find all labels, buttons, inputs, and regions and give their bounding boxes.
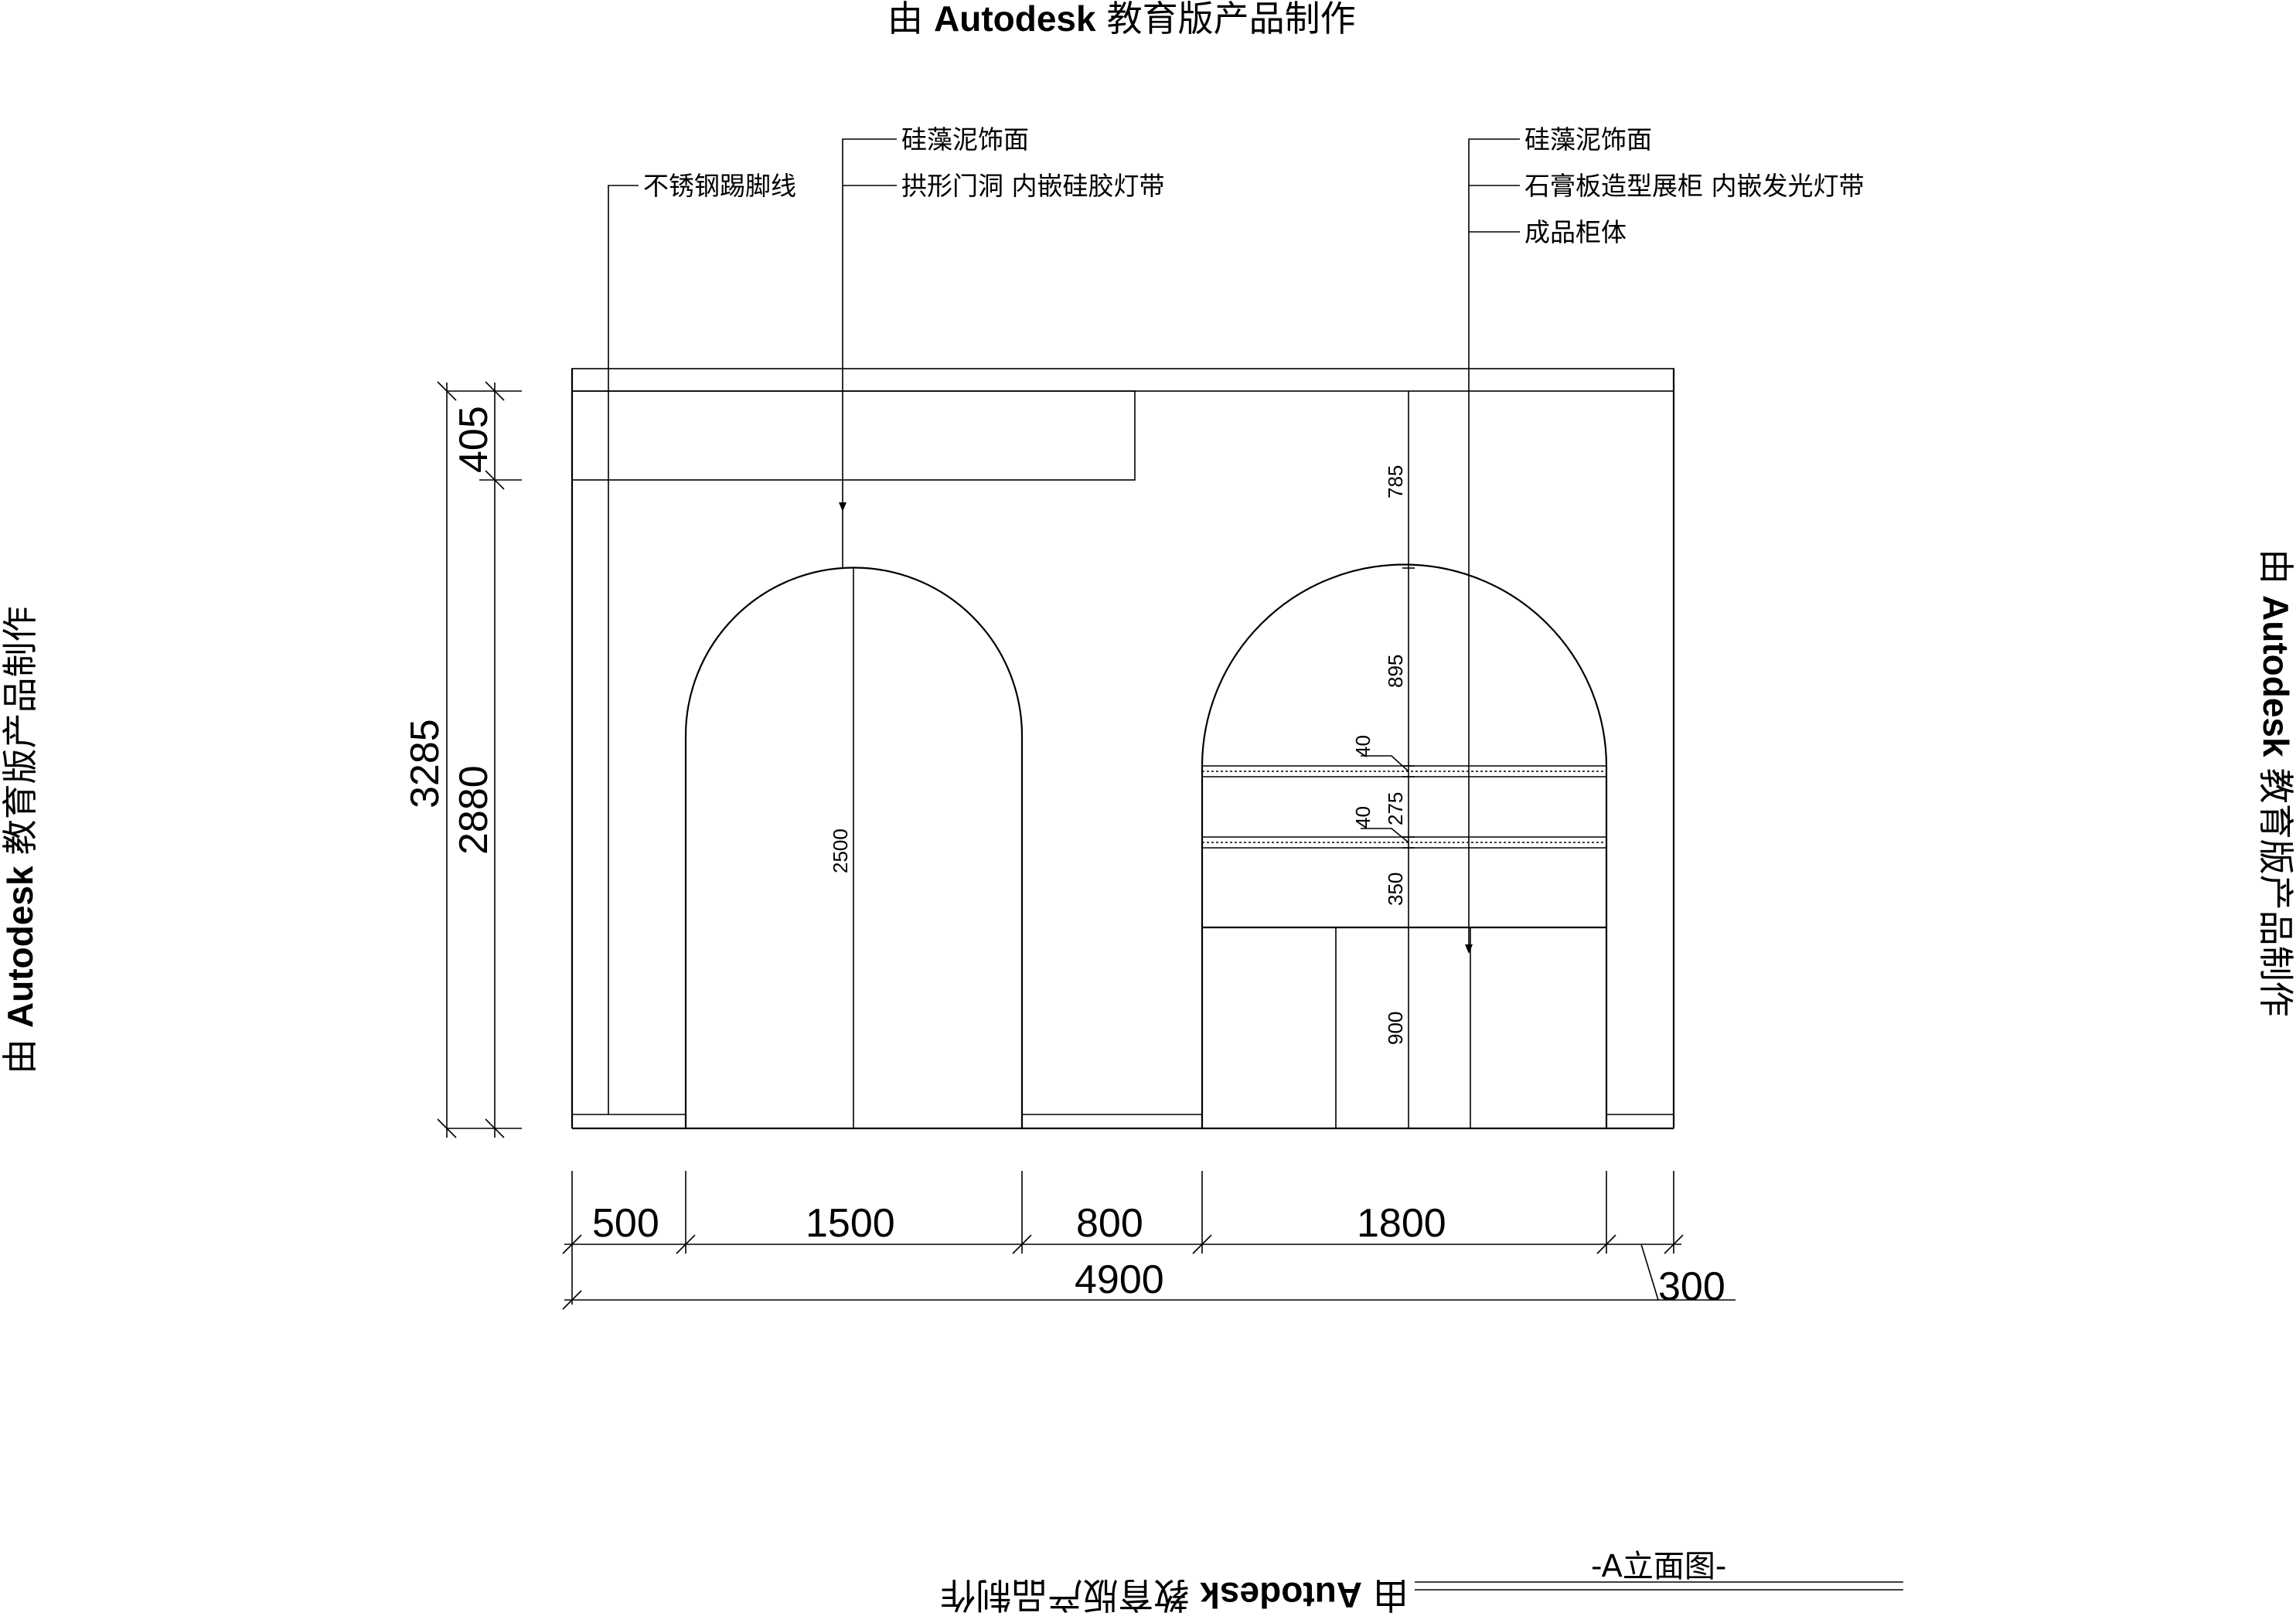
width-left-dim: 500 [592,1201,659,1246]
cabinet-shelf1-dim: 40 [1351,735,1375,757]
arch-doorway [684,567,1024,1128]
bottom-dimension-chain [562,1171,1736,1310]
leader-arrow-left [839,502,847,512]
note-display-cabinet: 石膏板造型展柜 内嵌发光灯带 [1524,171,1865,201]
cabinet-gap1-dim: 275 [1384,792,1407,825]
width-total-dim: 4900 [1075,1257,1164,1302]
leader-diatom-left [842,138,897,568]
note-finished-cabinet: 成品柜体 [1524,217,1627,247]
cabinet-dim-ticks [1402,567,1415,928]
watermark-left: 由Autodesk教育版产品制作 [0,606,41,1074]
ceiling-slab [571,368,1674,392]
watermark-right: 由Autodesk教育版产品制作 [2255,549,2296,1017]
width-mid-dim: 800 [1076,1201,1143,1246]
width-arch-dim: 1500 [806,1201,895,1246]
watermark-bottom: 由Autodesk教育版产品制作 [940,1574,1409,1616]
ceiling-drop [571,390,1136,481]
note-diatom-right: 硅藻泥饰面 [1524,124,1652,155]
note-skirting: 不锈钢踢脚线 [643,171,796,201]
cabinet-shelf2-dim: 40 [1351,806,1375,829]
width-cabinet-dim: 1800 [1357,1201,1446,1246]
shelf2-dim-leader [1361,828,1409,843]
cabinet-gap2-dim: 350 [1384,873,1407,906]
shelf1-dim-leader [1361,755,1409,772]
leader-skirting [608,185,639,1114]
cabinet-base-dim: 900 [1384,1012,1407,1045]
cabinet-arch [1201,563,1608,1128]
drawing-title: -A立面图- [1591,1549,1726,1584]
note-diatom-left: 硅藻泥饰面 [901,124,1029,155]
note-arch-light: 拱形门洞 内嵌硅胶灯带 [901,171,1165,201]
ceiling-drop-dim: 405 [451,406,496,473]
leader-diatom-right [1468,138,1520,952]
width-right-dim: 300 [1658,1264,1725,1309]
cabinet-top-dim: 785 [1384,465,1407,498]
left-dimension-chain [437,381,522,1138]
total-height-dim: 3285 [403,719,448,808]
cabinet-arch-dim: 895 [1384,655,1407,688]
arch-height-label: 2500 [829,829,852,873]
leader-arrow-right [1465,944,1473,954]
room-height-dim: 2880 [451,765,496,855]
